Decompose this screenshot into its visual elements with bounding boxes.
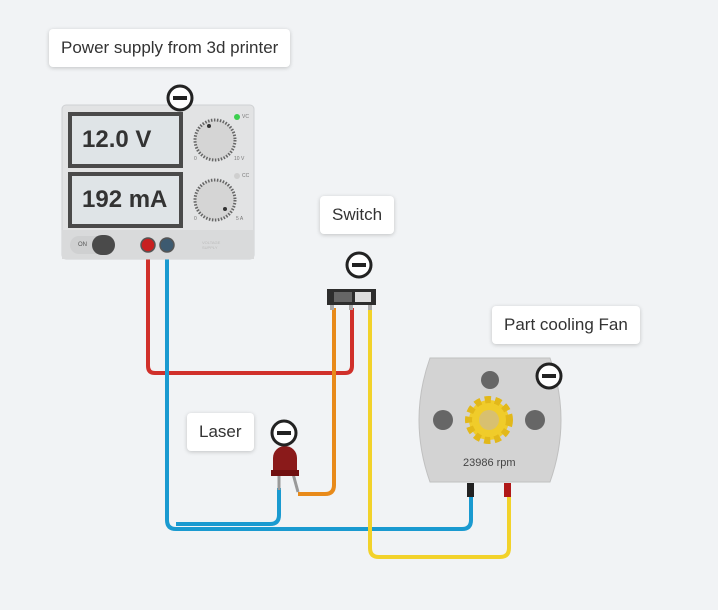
- brand-label: VOLTAGE SUPPLY: [202, 240, 221, 250]
- label-switch: Switch: [320, 196, 395, 234]
- negative-terminal[interactable]: [159, 237, 175, 253]
- current-display: 192 mA: [82, 186, 168, 213]
- voltage-display: 12.0 V: [82, 126, 152, 153]
- label-power-supply: Power supply from 3d printer: [49, 29, 291, 67]
- label-fan: Part cooling Fan: [492, 306, 640, 344]
- minus-circle-icon[interactable]: [270, 419, 298, 447]
- wire-blue-laser[interactable]: [176, 488, 281, 526]
- slide-switch[interactable]: [327, 289, 376, 310]
- on-label: ON: [78, 242, 87, 248]
- wire-blue[interactable]: [165, 248, 473, 531]
- positive-terminal[interactable]: [140, 237, 156, 253]
- cc-label: CC: [242, 173, 250, 179]
- wire-yellow[interactable]: [368, 308, 511, 559]
- v-min: 0: [194, 156, 197, 162]
- minus-circle-icon[interactable]: [166, 84, 194, 112]
- vc-label: VC: [242, 114, 249, 120]
- laser-diode[interactable]: [271, 446, 300, 493]
- minus-circle-icon[interactable]: [535, 362, 563, 390]
- wire-red[interactable]: [146, 248, 354, 375]
- power-supply[interactable]: [61, 104, 255, 260]
- minus-circle-icon[interactable]: [345, 251, 373, 279]
- v-max: 10 V: [234, 156, 245, 162]
- gear-icon: [465, 396, 513, 444]
- fan-speed: 23986 rpm: [463, 457, 516, 469]
- wire-orange[interactable]: [298, 308, 336, 496]
- cc-indicator: [234, 173, 240, 179]
- a-min: 0: [194, 216, 197, 222]
- cooling-fan[interactable]: [418, 357, 562, 497]
- vc-indicator: [234, 114, 240, 120]
- label-laser: Laser: [187, 413, 254, 451]
- a-max: 5 A: [236, 216, 244, 222]
